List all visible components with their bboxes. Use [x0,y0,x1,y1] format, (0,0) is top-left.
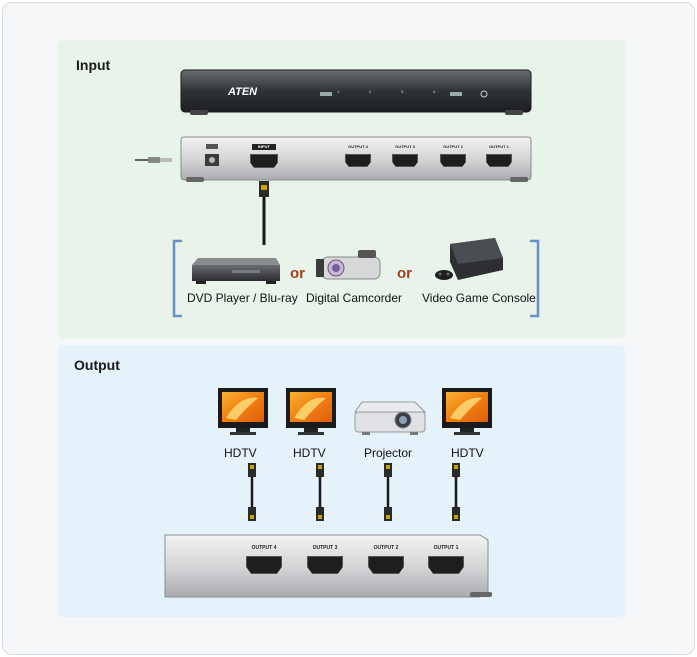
display-label: Projector [364,446,413,460]
power-plug-icon [135,157,172,163]
input-port: INPUT [250,144,278,168]
hdmi-port-icon [307,556,343,574]
hdmi-port-icon [250,154,278,168]
output-port-label: OUTPUT 1 [489,144,509,149]
display-label: HDTV [224,446,257,460]
output-section-title: Output [74,357,120,373]
hdmi-port-icon [345,154,371,167]
source-bracket [172,239,540,318]
led-label: 4 [433,89,436,94]
output-port: OUTPUT 4 [343,144,373,167]
output-port-label: OUTPUT 1 [433,545,459,551]
output-port-label: OUTPUT 4 [348,144,368,149]
led-label: 3 [401,89,404,94]
output-port-label: OUTPUT 3 [395,144,415,149]
dvd-player-icon [192,258,280,284]
output-port-label: OUTPUT 3 [312,545,338,551]
hdmi-port-icon [392,154,418,167]
hdmi-port-icon [368,556,404,574]
hdtv-icon [442,388,492,435]
input-section-title: Input [76,57,111,73]
hdtv-icon [286,388,336,435]
aten-logo: ATEN [228,86,258,98]
hdmi-port-icon [246,556,282,574]
input-port-label: INPUT [252,144,276,150]
output-port: OUTPUT 3 [390,144,420,167]
hdmi-port-icon [486,154,512,167]
or-label: or [397,265,412,282]
source-label-dvd: DVD Player / Blu-ray [187,291,298,305]
led-label: 1 [337,89,340,94]
output-port: OUTPUT 4 [244,545,284,574]
input-cable [259,181,269,245]
or-label: or [290,265,305,282]
output-port: OUTPUT 2 [438,144,468,167]
hdmi-port-icon [428,556,464,574]
hdtv-icon [218,388,268,435]
output-cables [248,463,460,521]
output-port: OUTPUT 2 [366,545,406,574]
output-port: OUTPUT 1 [426,545,466,574]
game-console-icon [435,238,503,280]
output-port: OUTPUT 3 [305,545,345,574]
display-label: HDTV [293,446,326,460]
front-panel [180,69,532,115]
led-label: 2 [369,89,372,94]
projector-icon [354,401,427,435]
output-port-label: OUTPUT 4 [251,545,277,551]
camcorder-icon [316,250,381,280]
output-port-label: OUTPUT 2 [443,144,463,149]
source-label-camcorder: Digital Camcorder [306,291,403,305]
output-port-label: OUTPUT 2 [373,545,399,551]
display-label: HDTV [451,446,484,460]
source-label-console: Video Game Console [422,291,536,305]
hdmi-port-icon [440,154,466,167]
output-port: OUTPUT 1 [484,144,514,167]
